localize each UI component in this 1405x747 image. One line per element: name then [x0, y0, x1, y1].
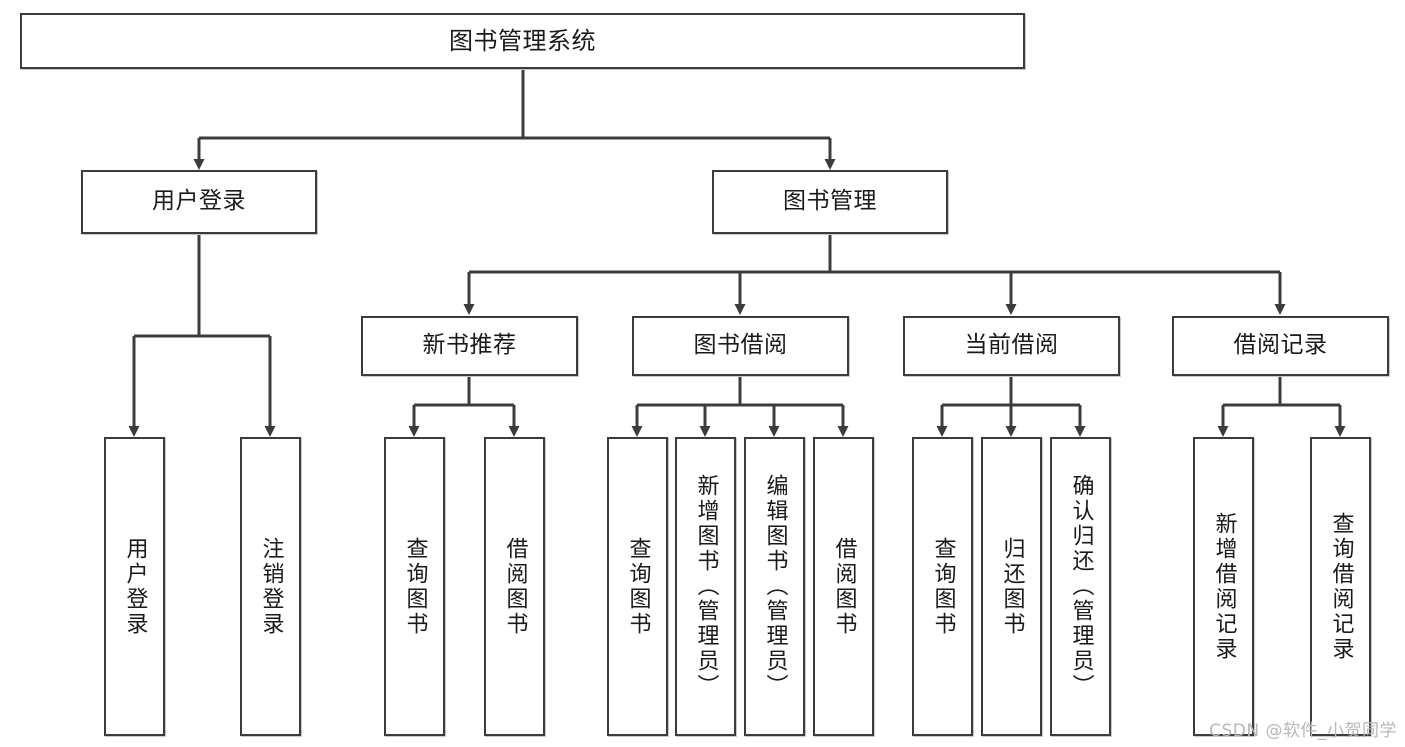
node-leaf-cb-confirm-return[interactable]: 确认归还（管理员）	[1050, 437, 1111, 736]
node-label: 图书管理系统	[449, 26, 596, 55]
node-label: 用户登录	[152, 188, 246, 215]
node-leaf-bb-query-book[interactable]: 查询图书	[607, 437, 668, 736]
node-leaf-br-query-record[interactable]: 查询借阅记录	[1310, 437, 1371, 736]
node-leaf-bb-add-book[interactable]: 新增图书（管理员）	[675, 437, 736, 736]
node-leaf-cb-return-book[interactable]: 归还图书	[981, 437, 1042, 736]
node-root[interactable]: 图书管理系统	[20, 13, 1025, 69]
node-leaf-user-logout[interactable]: 注销登录	[240, 437, 301, 736]
node-leaf-bb-edit-book[interactable]: 编辑图书（管理员）	[744, 437, 805, 736]
node-current-borrow[interactable]: 当前借阅	[903, 316, 1120, 376]
watermark: CSDN @软件_小贺同学	[1209, 721, 1397, 741]
node-leaf-rec-query-book[interactable]: 查询图书	[384, 437, 445, 736]
node-label: 新增图书（管理员）	[693, 474, 719, 699]
node-leaf-bb-borrow-book[interactable]: 借阅图书	[813, 437, 874, 736]
node-label: 图书借阅	[693, 332, 788, 359]
node-user-login[interactable]: 用户登录	[81, 170, 317, 234]
node-borrow-record[interactable]: 借阅记录	[1172, 316, 1389, 376]
node-leaf-user-login[interactable]: 用户登录	[104, 437, 165, 736]
node-label: 编辑图书（管理员）	[762, 474, 788, 699]
node-leaf-rec-borrow-book[interactable]: 借阅图书	[484, 437, 545, 736]
node-leaf-cb-query-book[interactable]: 查询图书	[912, 437, 973, 736]
node-label: 归还图书	[999, 536, 1025, 637]
node-label: 新书推荐	[422, 332, 517, 359]
node-label: 借阅图书	[831, 536, 857, 637]
node-label: 查询图书	[930, 536, 956, 637]
node-book-manage[interactable]: 图书管理	[712, 170, 948, 234]
node-label: 借阅记录	[1233, 332, 1328, 359]
node-label: 新增借阅记录	[1211, 511, 1237, 662]
node-label: 注销登录	[258, 536, 284, 637]
node-label: 查询图书	[402, 536, 428, 637]
node-new-book-rec[interactable]: 新书推荐	[361, 316, 578, 376]
node-label: 用户登录	[122, 536, 148, 637]
node-leaf-br-add-record[interactable]: 新增借阅记录	[1193, 437, 1254, 736]
node-label: 图书管理	[783, 188, 877, 215]
node-label: 当前借阅	[964, 332, 1059, 359]
node-label: 借阅图书	[502, 536, 528, 637]
node-label: 查询图书	[625, 536, 651, 637]
node-label: 确认归还（管理员）	[1068, 474, 1094, 699]
node-book-borrow[interactable]: 图书借阅	[632, 316, 849, 376]
node-label: 查询借阅记录	[1328, 511, 1354, 662]
